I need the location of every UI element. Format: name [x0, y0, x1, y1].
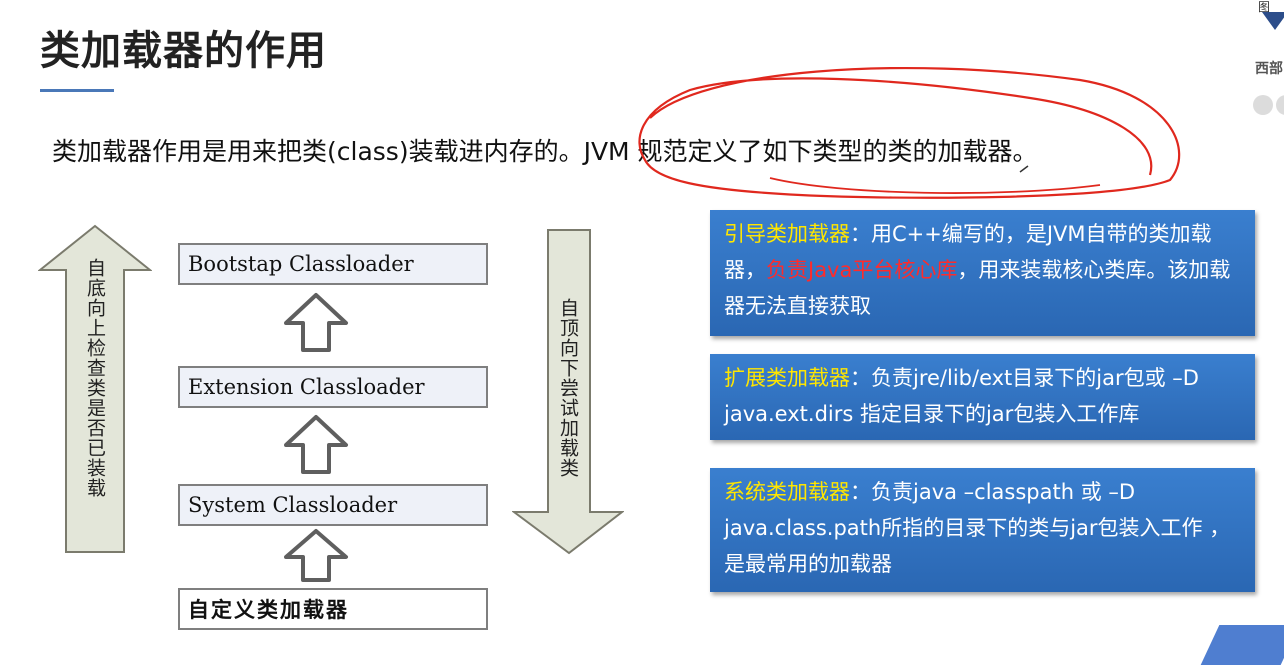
- up-arrow-icon: [284, 529, 348, 582]
- left-arrow-label: 自底向上检查类是否已装载: [84, 258, 106, 498]
- extension-info-name: 扩展类加载器: [724, 366, 850, 390]
- bootstrap-info-name: 引导类加载器: [724, 222, 850, 246]
- bootstrap-info-highlight: 负责Java平台核心库: [766, 258, 958, 282]
- left-up-arrow: [38, 224, 152, 553]
- system-info-name: 系统类加载器: [724, 480, 850, 504]
- system-info-text: ：负责java –classpath 或 –D java.class.path所…: [724, 480, 1231, 576]
- right-panel-circle-icon[interactable]: [1276, 95, 1284, 115]
- corner-decoration: [1200, 625, 1284, 665]
- bootstrap-info-box: 引导类加载器：用C++编写的，是JVM自带的类加载器，负责Java平台核心库，用…: [710, 210, 1255, 336]
- system-info-box: 系统类加载器：负责java –classpath 或 –D java.class…: [710, 468, 1255, 592]
- extension-info-text: ：负责jre/lib/ext目录下的jar包或 –D java.ext.dirs…: [724, 366, 1199, 426]
- slide-title: 类加载器的作用: [40, 28, 327, 74]
- right-panel-top-text: 图: [1258, 0, 1271, 14]
- up-arrow-icon: [284, 415, 348, 474]
- bootstrap-info-text: ：用C++编写的，是JVM自带的类加载器，: [724, 222, 1212, 282]
- extension-classloader-box: Extension Classloader: [178, 366, 488, 408]
- up-arrow-icon: [284, 293, 348, 352]
- right-panel-triangle-icon: [1262, 12, 1284, 30]
- right-arrow-label: 自顶向下尝试加载类: [557, 298, 579, 478]
- bootstrap-info-text-2: ，用来装载核心类库。该加载器无法直接获取: [724, 258, 1231, 318]
- right-panel-label: 西部: [1255, 61, 1283, 77]
- right-down-arrow: [512, 229, 624, 555]
- custom-classloader-box: 自定义类加载器: [178, 588, 488, 630]
- system-classloader-box: System Classloader: [178, 484, 488, 526]
- intro-text: 类加载器作用是用来把类(class)装载进内存的。JVM 规范定义了如下类型的类…: [52, 137, 1038, 166]
- right-panel-circle-icon[interactable]: [1253, 95, 1273, 115]
- bootstrap-classloader-box: Bootstap Classloader: [178, 243, 488, 285]
- title-underline: [40, 89, 114, 92]
- extension-info-box: 扩展类加载器：负责jre/lib/ext目录下的jar包或 –D java.ex…: [710, 354, 1255, 440]
